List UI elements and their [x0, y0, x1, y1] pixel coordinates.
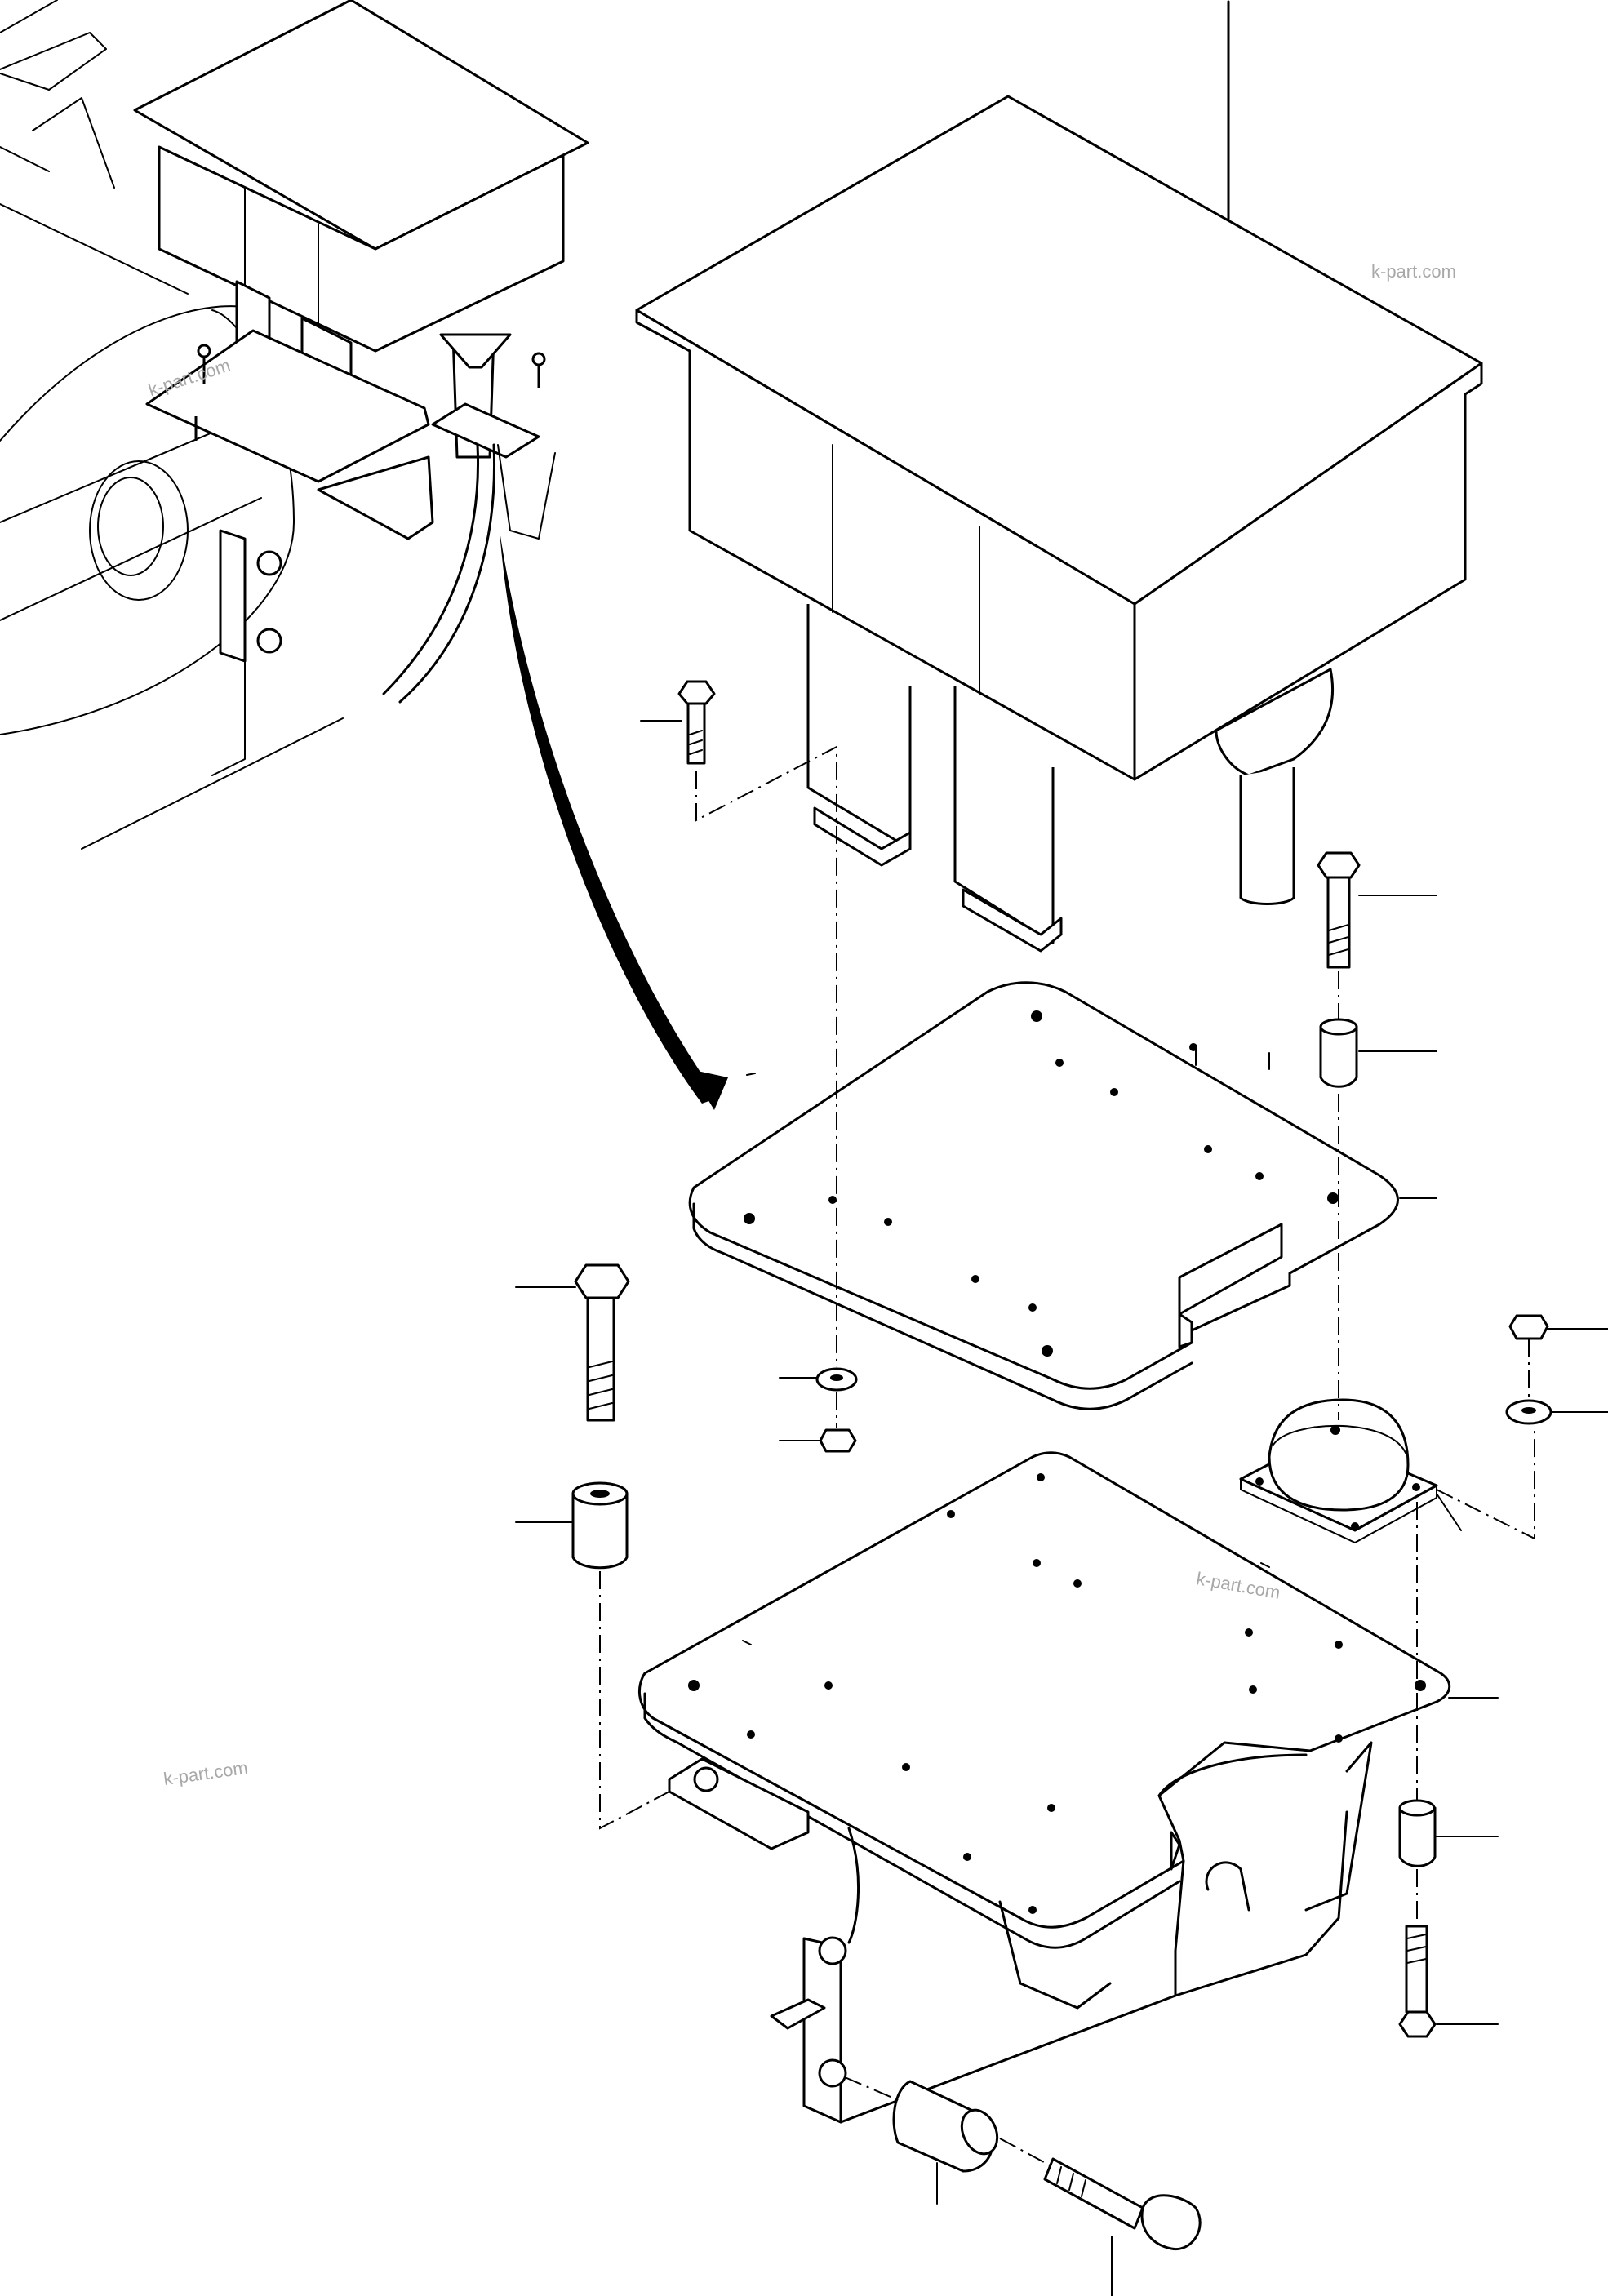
- mounting-bracket-lower: [637, 1451, 1451, 2124]
- assembly-center-lines: [599, 745, 1535, 2168]
- watermark-top-right: k-part.com: [1371, 261, 1456, 282]
- valve-housing: [635, 0, 1483, 953]
- callout-leaders: [515, 1, 1608, 2296]
- mounting-plate-upper: [688, 981, 1399, 1410]
- overview-thumbnail: [0, 0, 728, 1110]
- fasteners: [571, 680, 1552, 2250]
- rubber-mount: [1239, 1398, 1438, 1543]
